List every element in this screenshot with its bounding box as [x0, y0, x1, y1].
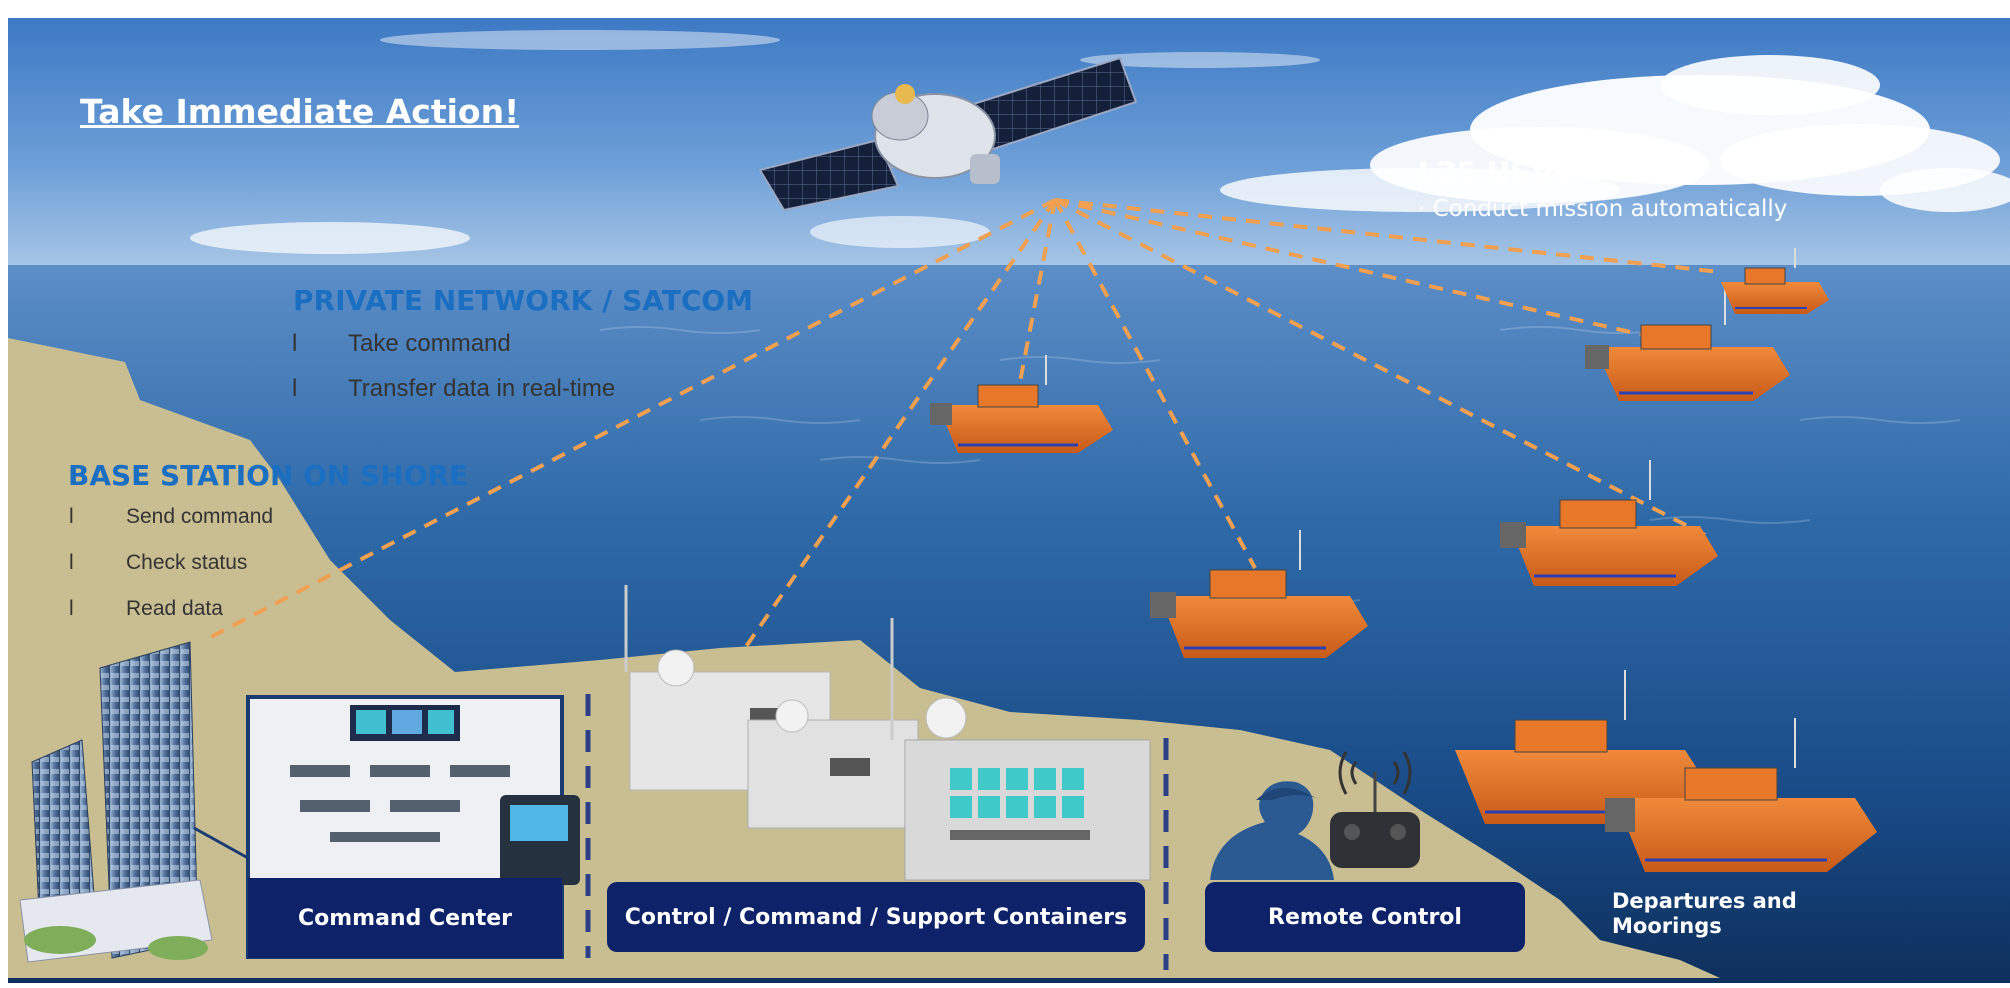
usv-boat-5: [1721, 248, 1829, 314]
base-item: l Send command: [69, 505, 273, 529]
usv-subtitle: · Conduct mission automatically: [1418, 196, 1788, 222]
usv-boat-2: [1150, 530, 1368, 658]
containers-label-box: [607, 882, 1145, 952]
network-title: PRIVATE NETWORK / SATCOM: [293, 284, 754, 317]
bullet-marker: l: [292, 330, 298, 357]
bullet-marker: l: [69, 551, 74, 574]
operator-silhouette-icon: [1210, 781, 1334, 880]
base-item-text: Send command: [126, 505, 274, 528]
network-item-text: Transfer data in real-time: [348, 375, 616, 402]
clouds: [190, 30, 2010, 254]
network-item: l Take command: [292, 330, 511, 358]
comm-links: [204, 198, 1721, 650]
base-title: BASE STATION ON SHORE: [68, 459, 469, 492]
command-center-room: [246, 695, 580, 959]
bullet-marker: l: [69, 505, 74, 528]
network-item-text: Take command: [348, 330, 511, 357]
container-units: [624, 585, 1151, 881]
usv-boat-4: [1585, 289, 1790, 401]
command-center-label: Command Center: [297, 905, 513, 931]
departures-label-line1: Departures and: [1612, 889, 1797, 913]
base-item-text: Read data: [126, 597, 223, 620]
usv-boat-moored-2: [1605, 718, 1877, 872]
network-item: l Transfer data in real-time: [292, 375, 615, 403]
usv-boat-3: [1500, 460, 1718, 586]
containers-label: Control / Command / Support Containers: [624, 904, 1128, 930]
usv-title: L25 USVs: [1418, 156, 1572, 190]
departures-label-line2: Moorings: [1612, 914, 1722, 938]
bullet-marker: l: [292, 375, 298, 402]
remote-control-label: Remote Control: [1268, 904, 1462, 930]
base-item: l Read data: [69, 597, 223, 621]
satellite-icon: [758, 56, 1138, 212]
office-building-icon: [19, 641, 213, 963]
usv-boat-1: [930, 355, 1113, 453]
bullet-marker: l: [69, 597, 74, 620]
base-item: l Check status: [69, 551, 247, 575]
remote-control-icon: [1330, 751, 1420, 868]
remote-control-label-box: [1205, 882, 1525, 952]
command-center-label-box: [248, 878, 562, 958]
base-item-text: Check status: [126, 551, 248, 574]
headline: Take Immediate Action!: [80, 92, 520, 131]
